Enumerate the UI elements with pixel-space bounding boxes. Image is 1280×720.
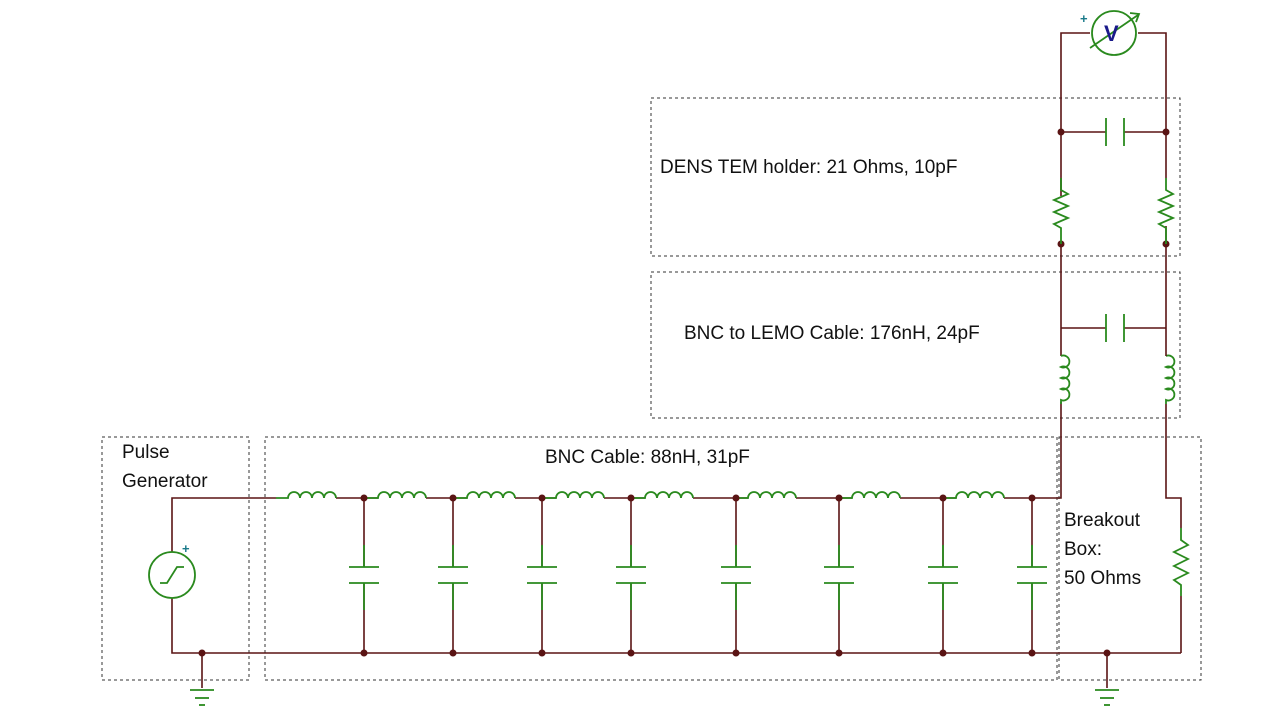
junction-node — [939, 494, 947, 502]
pulse-source-icon: + — [148, 541, 196, 599]
bnc-lemo-cable-label: BNC to LEMO Cable: 176nH, 24pF — [684, 323, 980, 344]
junction-node — [538, 494, 546, 502]
pulse-generator-label-2: Generator — [122, 471, 208, 492]
breakout-label-1: Breakout — [1064, 510, 1141, 531]
breakout-resistor — [1171, 528, 1191, 596]
junction-node — [627, 649, 635, 657]
breakout-label-3: 50 Ohms — [1064, 568, 1141, 589]
lemo-inductor-right — [1163, 354, 1176, 404]
bnc-capacitor-3 — [527, 545, 557, 610]
junction-node — [939, 649, 947, 657]
bnc-capacitor-2 — [438, 545, 468, 610]
junction-node — [627, 494, 635, 502]
holder-resistor-right — [1156, 178, 1176, 244]
dens-holder-label: DENS TEM holder: 21 Ohms, 10pF — [660, 157, 957, 178]
bnc-inductor-2 — [366, 491, 427, 499]
bnc-capacitor-8 — [1017, 545, 1047, 610]
holder-resistor-left — [1051, 178, 1071, 244]
bnc-cable-capacitors — [349, 545, 1047, 610]
pulse-generator-label-1: Pulse — [122, 442, 170, 463]
voltmeter-plus-sign: + — [1080, 11, 1088, 26]
bnc-cable-box — [264, 436, 1058, 681]
bnc-inductor-4 — [544, 491, 605, 499]
junction-node — [1162, 128, 1170, 136]
voltmeter-label: V — [1104, 21, 1119, 46]
dens-holder-box — [650, 97, 1181, 257]
junction-node — [1028, 494, 1036, 502]
lemo-capacitor — [1105, 314, 1125, 342]
ground-icon — [190, 653, 214, 706]
breakout-label-2: Box: — [1064, 539, 1102, 560]
bnc-inductor-5 — [633, 491, 694, 499]
breakout-box — [1058, 436, 1202, 681]
ground-icon — [1095, 653, 1119, 706]
junction-node — [449, 494, 457, 502]
junction-node — [538, 649, 546, 657]
wires — [171, 32, 1182, 654]
source-plus-sign: + — [182, 541, 190, 556]
pulse-generator-box — [101, 436, 250, 681]
bnc-cable-inductors — [276, 491, 1005, 499]
bnc-capacitor-6 — [824, 545, 854, 610]
junction-node — [835, 494, 843, 502]
bnc-capacitor-5 — [721, 545, 751, 610]
junction-node — [1028, 649, 1036, 657]
junction-node — [360, 649, 368, 657]
voltmeter-icon: V + — [1080, 10, 1141, 56]
bnc-capacitor-4 — [616, 545, 646, 610]
bnc-inductor-3 — [455, 491, 516, 499]
lemo-inductor-left — [1058, 354, 1071, 404]
junction-node — [360, 494, 368, 502]
junction-node — [1057, 128, 1065, 136]
bnc-inductor-6 — [736, 491, 797, 499]
junction-node — [835, 649, 843, 657]
junction-nodes — [198, 128, 1170, 657]
junction-node — [732, 649, 740, 657]
bnc-capacitor-1 — [349, 545, 379, 610]
bnc-inductor-8 — [944, 491, 1005, 499]
bnc-inductor-1 — [276, 491, 337, 499]
bnc-lemo-cable-box — [650, 271, 1181, 419]
bnc-capacitor-7 — [928, 545, 958, 610]
holder-capacitor — [1105, 118, 1125, 146]
junction-node — [732, 494, 740, 502]
bnc-cable-label: BNC Cable: 88nH, 31pF — [545, 447, 750, 468]
bnc-inductor-7 — [840, 491, 901, 499]
junction-node — [449, 649, 457, 657]
